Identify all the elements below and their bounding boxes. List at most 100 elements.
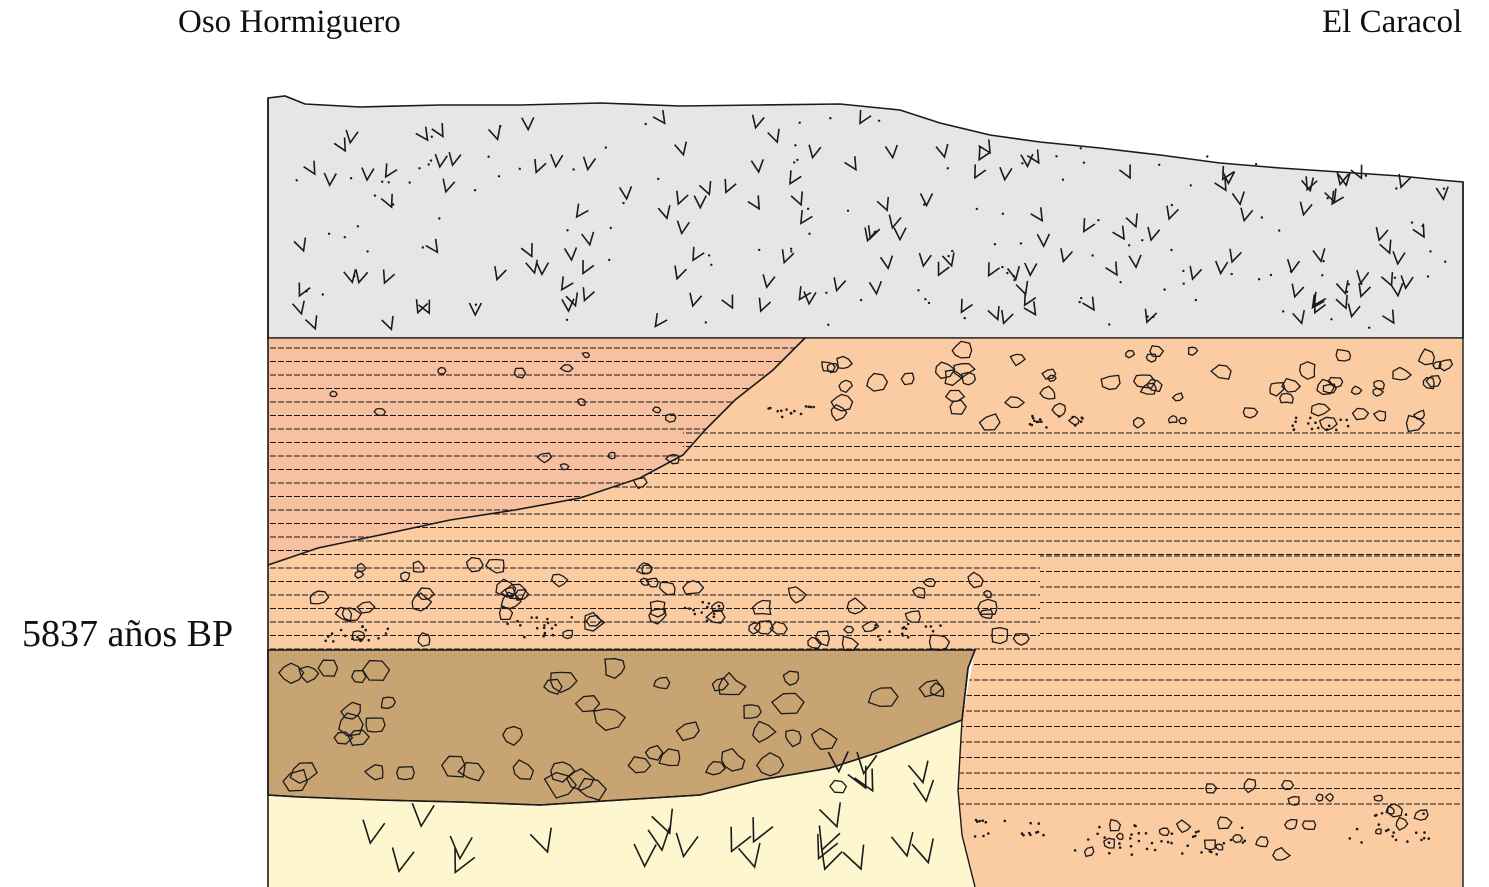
dot bbox=[296, 179, 298, 181]
dot bbox=[1055, 155, 1057, 157]
dot bbox=[1079, 301, 1081, 303]
fine-gravel-dot bbox=[546, 618, 549, 621]
fine-gravel-dot bbox=[1039, 418, 1042, 421]
fine-gravel-dot bbox=[368, 639, 371, 642]
fine-gravel-dot bbox=[1349, 837, 1352, 840]
dot bbox=[799, 122, 801, 124]
fine-gravel-dot bbox=[1130, 845, 1133, 848]
fine-gravel-dot bbox=[1170, 842, 1173, 845]
dot bbox=[1141, 239, 1143, 241]
dot bbox=[976, 208, 978, 210]
dot bbox=[793, 161, 795, 163]
dot bbox=[344, 236, 346, 238]
dot bbox=[1083, 162, 1085, 164]
fine-gravel-dot bbox=[713, 616, 716, 619]
fine-gravel-dot bbox=[1209, 850, 1212, 853]
fine-gravel-dot bbox=[516, 620, 519, 623]
fine-gravel-dot bbox=[1385, 830, 1388, 833]
fine-gravel-dot bbox=[1029, 834, 1032, 837]
fine-gravel-dot bbox=[1021, 832, 1024, 835]
fine-gravel-dot bbox=[1029, 822, 1032, 825]
dot bbox=[790, 248, 792, 250]
fine-gravel-dot bbox=[1037, 831, 1040, 834]
fine-gravel-dot bbox=[930, 625, 933, 628]
dot bbox=[1261, 216, 1263, 218]
dot bbox=[1020, 242, 1022, 244]
dot bbox=[519, 168, 521, 170]
fine-gravel-dot bbox=[1103, 836, 1106, 839]
dot bbox=[1365, 175, 1367, 177]
dot bbox=[487, 156, 489, 158]
fine-gravel-dot bbox=[700, 611, 703, 614]
fine-gravel-dot bbox=[1360, 841, 1363, 844]
fine-gravel-dot bbox=[1422, 812, 1425, 815]
dot bbox=[1147, 315, 1149, 317]
dot bbox=[1195, 299, 1197, 301]
fine-gravel-dot bbox=[1167, 841, 1170, 844]
fine-gravel-dot bbox=[769, 407, 772, 410]
dot bbox=[794, 144, 796, 146]
dot bbox=[1190, 184, 1192, 186]
fine-gravel-dot bbox=[361, 638, 364, 641]
fine-gravel-dot bbox=[1036, 421, 1039, 424]
dot bbox=[657, 178, 659, 180]
fine-gravel-dot bbox=[358, 638, 361, 641]
fine-gravel-dot bbox=[1200, 851, 1203, 854]
dot bbox=[357, 225, 359, 227]
fine-gravel-dot bbox=[1131, 853, 1134, 856]
dot bbox=[605, 146, 607, 148]
fine-gravel-dot bbox=[1328, 425, 1331, 428]
fine-gravel-dot bbox=[340, 629, 343, 632]
fine-gravel-dot bbox=[776, 410, 779, 413]
dot bbox=[1348, 283, 1350, 285]
fine-gravel-dot bbox=[1339, 419, 1342, 422]
fine-gravel-dot bbox=[1129, 837, 1132, 840]
dot bbox=[1322, 260, 1324, 262]
fine-gravel-dot bbox=[1335, 429, 1338, 432]
dot bbox=[1411, 221, 1413, 223]
dot bbox=[392, 203, 394, 205]
fine-gravel-dot bbox=[1375, 814, 1378, 817]
dot bbox=[917, 289, 919, 291]
dot bbox=[1321, 274, 1323, 276]
dot bbox=[610, 227, 612, 229]
fine-gravel-dot bbox=[694, 613, 697, 616]
fine-gravel-dot bbox=[987, 832, 990, 835]
fine-gravel-dot bbox=[901, 633, 904, 636]
fine-gravel-dot bbox=[506, 623, 509, 626]
fine-gravel-dot bbox=[706, 620, 709, 623]
fine-gravel-dot bbox=[1160, 840, 1163, 843]
fine-gravel-dot bbox=[1356, 828, 1359, 831]
dot bbox=[322, 293, 324, 295]
fine-gravel-dot bbox=[1345, 419, 1348, 422]
fine-gravel-dot bbox=[1119, 846, 1122, 849]
dot bbox=[305, 290, 307, 292]
fine-gravel-dot bbox=[1406, 840, 1409, 843]
dot bbox=[923, 203, 925, 205]
dot bbox=[1255, 163, 1257, 165]
fine-gravel-dot bbox=[1138, 832, 1141, 835]
dot bbox=[807, 208, 809, 210]
fine-gravel-dot bbox=[974, 835, 977, 838]
fine-gravel-dot bbox=[879, 638, 882, 641]
fine-gravel-dot bbox=[985, 821, 988, 824]
fine-gravel-dot bbox=[1291, 424, 1294, 427]
fine-gravel-dot bbox=[902, 627, 905, 630]
dot bbox=[964, 317, 966, 319]
fine-gravel-dot bbox=[1423, 831, 1426, 834]
fine-gravel-dot bbox=[1428, 837, 1431, 840]
dot bbox=[951, 250, 953, 252]
fine-gravel-dot bbox=[530, 616, 533, 619]
fine-gravel-dot bbox=[1080, 420, 1083, 423]
fine-gravel-dot bbox=[356, 636, 359, 639]
dot bbox=[1062, 179, 1064, 181]
fine-gravel-dot bbox=[1405, 813, 1408, 816]
fine-gravel-dot bbox=[324, 640, 327, 643]
fine-gravel-dot bbox=[905, 628, 908, 631]
dot bbox=[808, 233, 810, 235]
fine-gravel-dot bbox=[888, 630, 891, 633]
dot bbox=[1182, 270, 1184, 272]
dot bbox=[1171, 204, 1173, 206]
fine-gravel-dot bbox=[543, 624, 546, 627]
fine-gravel-dot bbox=[1004, 820, 1007, 823]
